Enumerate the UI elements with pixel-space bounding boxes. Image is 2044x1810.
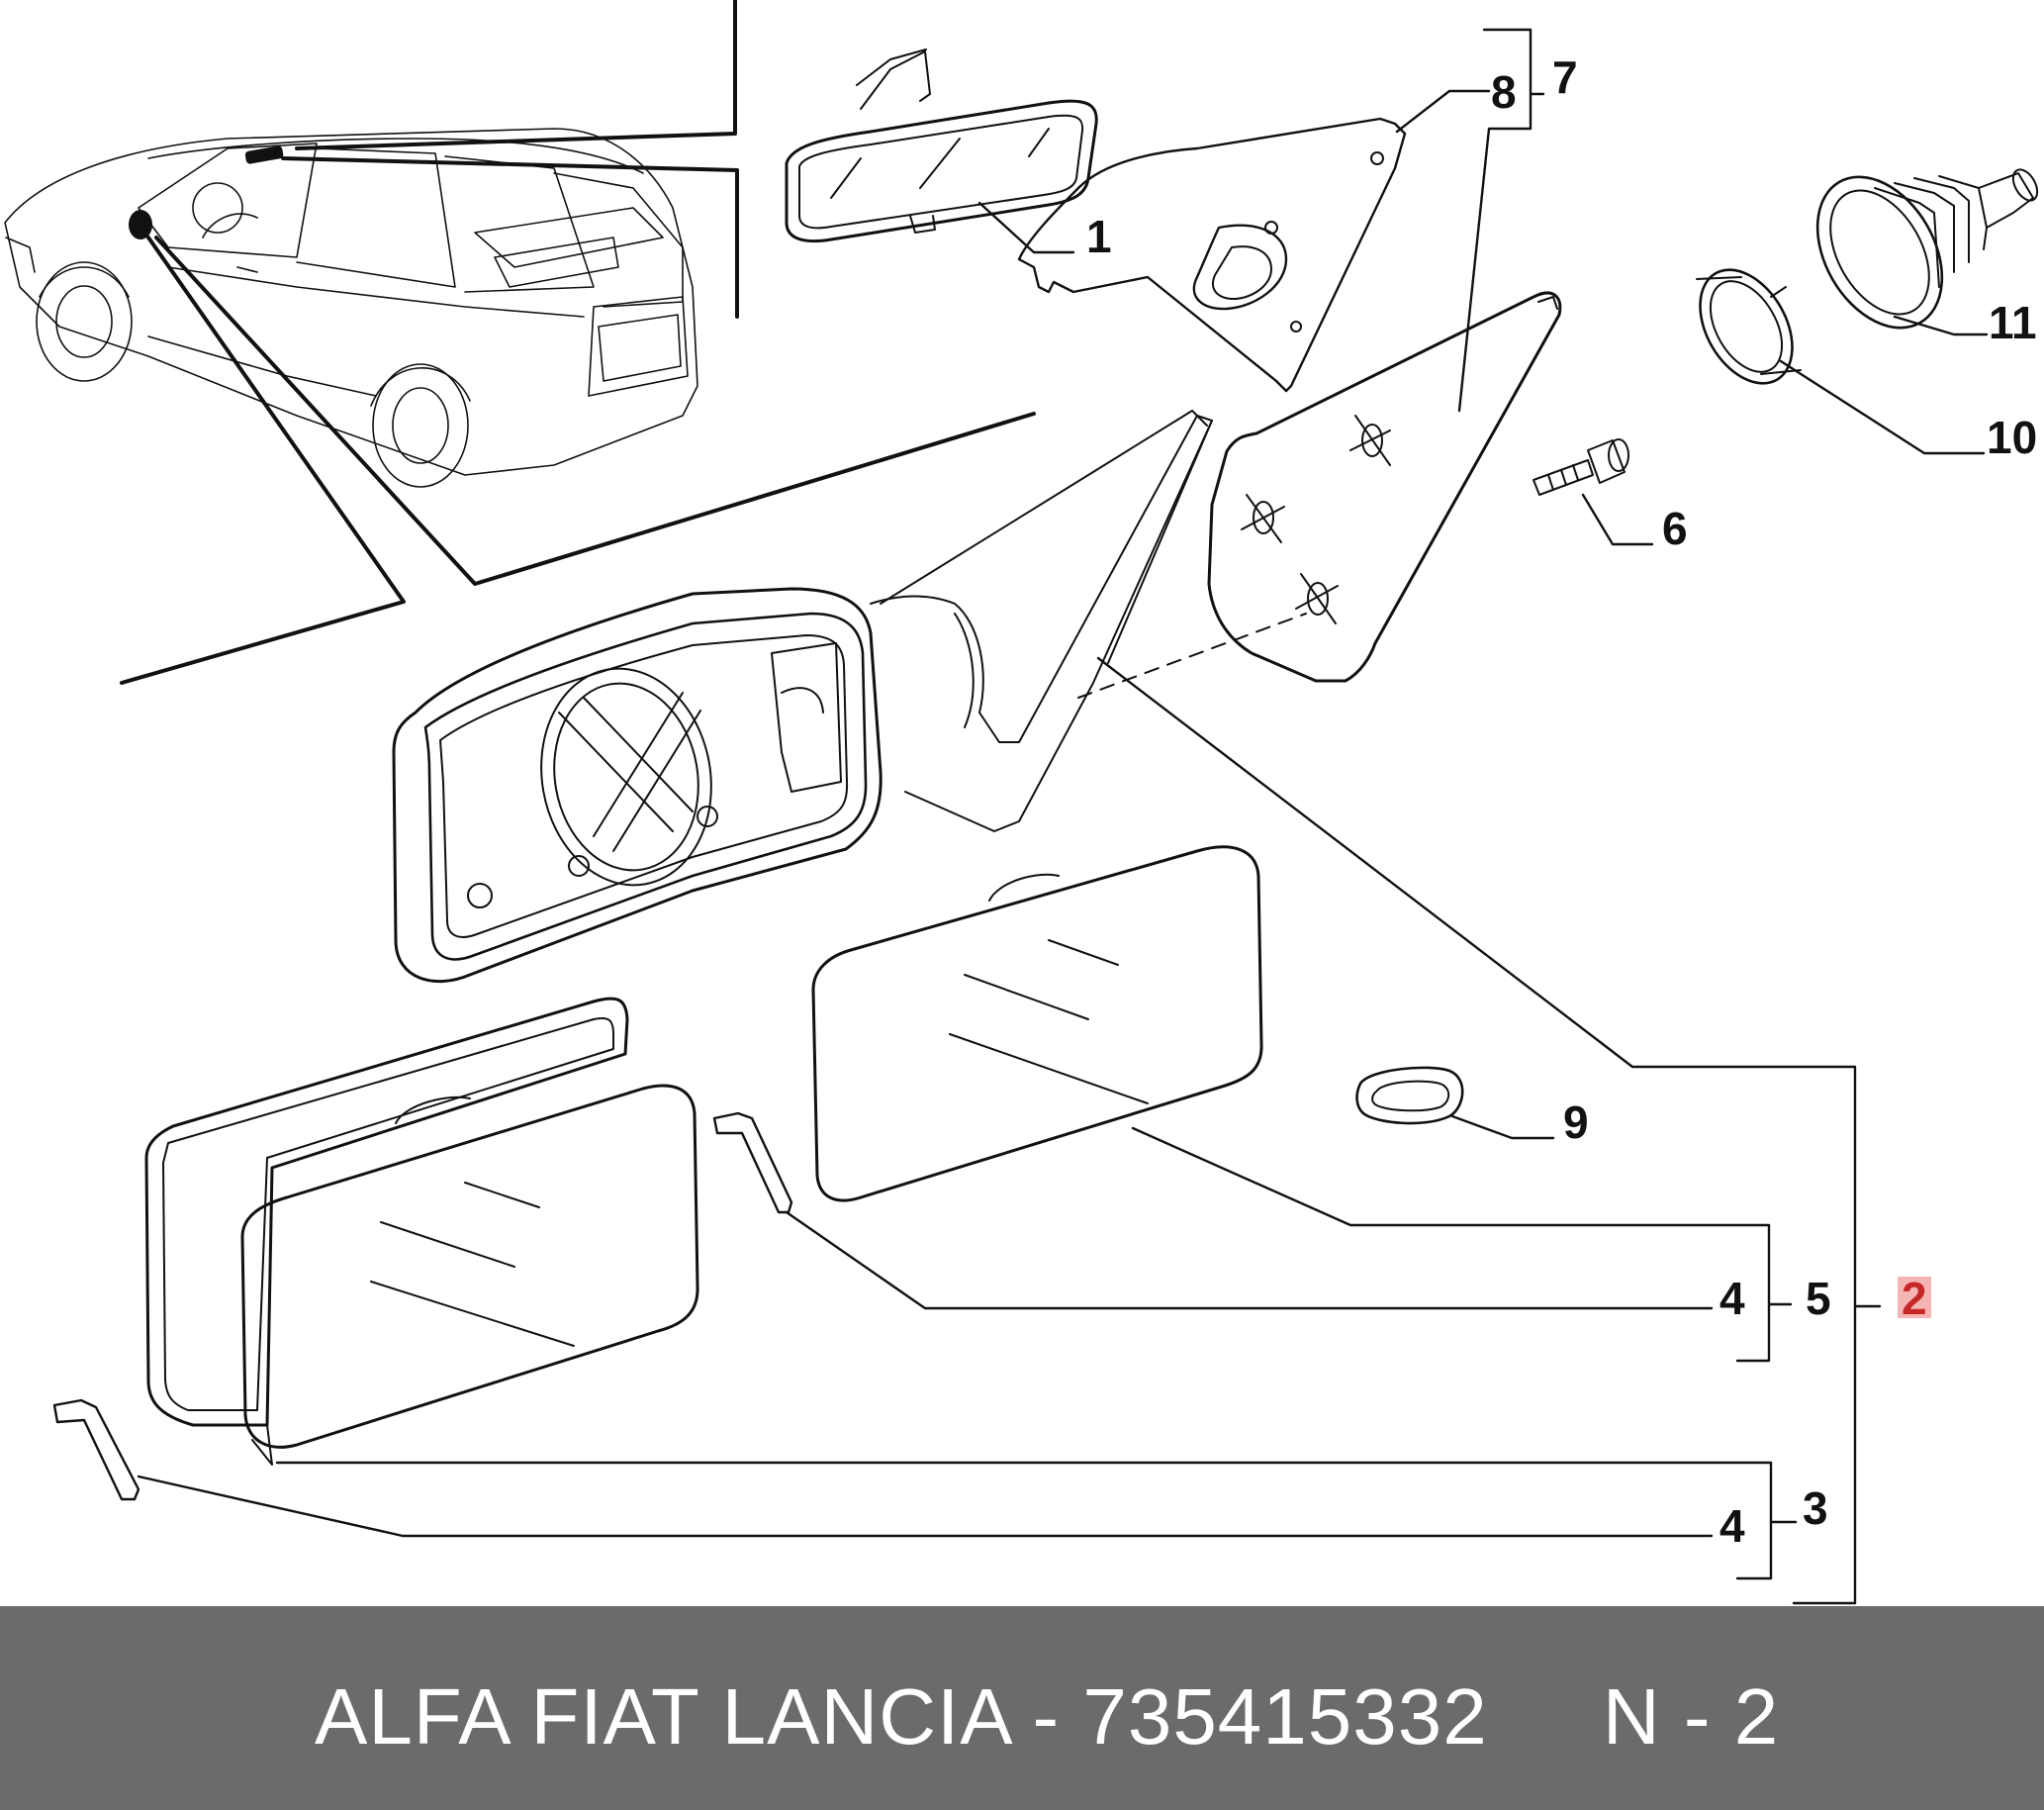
parts-diagram: 1 8 7 6 10 11 9 4 5 2 3 4 <box>4 0 2039 1605</box>
interior-mirror <box>785 48 1098 243</box>
callout-1: 1 <box>1086 211 1112 262</box>
callout-7: 7 <box>1552 51 1578 103</box>
callout-4-lower: 4 <box>1719 1500 1745 1552</box>
rubber-boot <box>1815 168 2039 330</box>
part-number: 735415332 <box>1082 1672 1488 1761</box>
clip-upper <box>712 1111 793 1214</box>
brand-name: ALFA FIAT LANCIA <box>315 1672 1010 1761</box>
mirror-glass-large <box>811 845 1263 1202</box>
screw <box>1533 438 1629 496</box>
callout-labels: 1 8 7 6 10 11 9 4 5 2 3 4 <box>1086 51 2037 1552</box>
clip-lower <box>52 1398 140 1501</box>
callout-2: 2 <box>1902 1273 1927 1324</box>
callout-4-upper: 4 <box>1719 1273 1745 1324</box>
callout-5: 5 <box>1806 1273 1831 1324</box>
interior-mirror-marker <box>244 145 284 164</box>
ring-nut <box>1696 268 1802 385</box>
callout-9: 9 <box>1563 1096 1589 1148</box>
mirror-glass-framed <box>144 997 699 1466</box>
grommet <box>1355 1066 1464 1125</box>
gasket-plate <box>1017 117 1407 393</box>
callout-2-highlight <box>1898 1277 1931 1318</box>
door-mirror-marker <box>129 210 152 239</box>
mirror-housing <box>392 410 1307 984</box>
callout-11: 11 <box>1989 297 2037 348</box>
callout-10: 10 <box>1987 412 2037 463</box>
car-illustration <box>4 128 698 488</box>
footer-bar <box>0 1606 2044 1810</box>
callout-6: 6 <box>1662 503 1688 554</box>
ref-prefix: N <box>1602 1672 1661 1761</box>
callout-3: 3 <box>1803 1482 1828 1534</box>
mounting-plate <box>1207 291 1562 683</box>
footer-caption: ALFA FIAT LANCIA - 735415332 N - 2 <box>315 1672 1779 1762</box>
leader-lines <box>137 28 1989 1605</box>
ref-separator: - <box>1683 1672 1712 1761</box>
brand-separator: - <box>1032 1672 1061 1761</box>
car-pointer-lines <box>120 0 1036 685</box>
callout-8: 8 <box>1491 66 1517 118</box>
ref-number: 2 <box>1733 1672 1780 1761</box>
